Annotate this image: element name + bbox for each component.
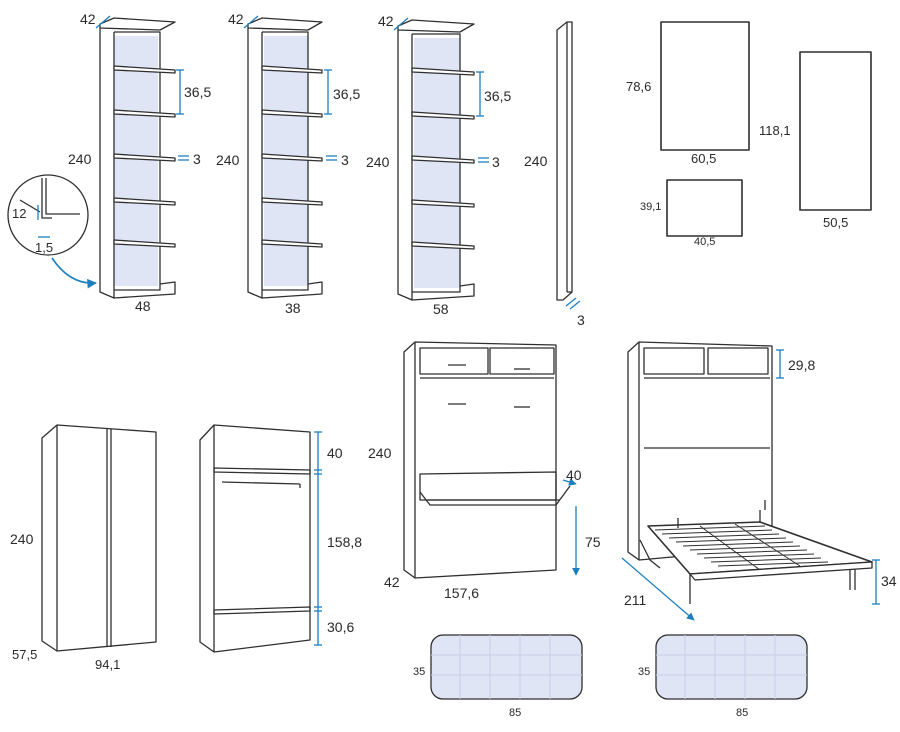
mattress-1-width-label: 85 — [509, 707, 522, 719]
bookcase-38-height-label: 240 — [216, 152, 240, 168]
bookcase-38-width-label: 38 — [285, 300, 301, 316]
wardrobe-depth-label: 57,5 — [12, 647, 38, 662]
wardrobe-height-label: 240 — [10, 531, 34, 547]
detail-lip-height-label: 12 — [12, 206, 27, 221]
wall-bed-desk-depth-label: 40 — [566, 467, 582, 483]
door-tall-height-label: 118,1 — [759, 123, 791, 138]
wall-bed-depth-label: 42 — [384, 574, 400, 590]
wall-bed-closed — [403, 341, 580, 579]
bookcase-58 — [393, 17, 489, 301]
side-panel-thickness-label: 3 — [577, 312, 585, 328]
bed-slats — [639, 500, 873, 604]
door-small-height-label: 39,1 — [640, 201, 662, 213]
mattress-2 — [655, 634, 808, 700]
bookcase-38 — [243, 15, 337, 299]
shelves — [113, 65, 176, 248]
bookcase-58-height-label: 240 — [366, 154, 390, 170]
door-large-width-label: 60,5 — [691, 151, 717, 166]
detail-magnifier — [7, 174, 97, 289]
bookcase-38-shelf-gap-label: 36,5 — [333, 86, 361, 102]
wardrobe-top-gap-label: 40 — [327, 445, 343, 461]
bookcase-38-depth-label: 42 — [228, 11, 244, 27]
wall-bed-open — [621, 341, 880, 621]
mattress-1 — [430, 634, 583, 700]
side-panel-height-label: 240 — [524, 153, 548, 169]
door-tall-width-label: 50,5 — [823, 215, 849, 230]
bookcase-48-shelf-thickness-label: 3 — [193, 151, 201, 167]
mattress-2-width-label: 85 — [736, 707, 749, 719]
wall-bed-desk-height-label: 75 — [585, 534, 601, 550]
bookcase-48 — [95, 15, 189, 299]
wardrobe-bottom-gap-label: 30,6 — [327, 619, 355, 635]
door-panels — [660, 21, 872, 237]
wall-bed-width-label: 157,6 — [444, 585, 480, 601]
bookcase-58-depth-label: 42 — [378, 13, 394, 29]
bookcase-58-shelf-gap-label: 36,5 — [484, 88, 512, 104]
wall-bed-height-label: 240 — [368, 445, 392, 461]
wardrobe-hanging-gap-label: 158,8 — [327, 534, 363, 550]
open-bed-length-label: 211 — [624, 592, 647, 608]
bookcase-58-shelf-thickness-label: 3 — [492, 154, 500, 170]
wardrobe-width-label: 94,1 — [95, 657, 121, 672]
mattress-1-height-label: 35 — [413, 666, 426, 678]
wardrobe-open — [199, 424, 322, 653]
detail-lip-thickness-label: 1,5 — [35, 240, 54, 255]
bookcase-38-shelf-thickness-label: 3 — [341, 152, 349, 168]
bookcase-58-width-label: 58 — [433, 301, 449, 317]
door-small-width-label: 40,5 — [694, 236, 716, 248]
open-bed-height-label: 34 — [881, 573, 897, 589]
bookcase-48-height-label: 240 — [68, 151, 92, 167]
mattress-2-height-label: 35 — [638, 666, 651, 678]
open-bed-top-gap-label: 29,8 — [788, 357, 816, 373]
door-large-height-label: 78,6 — [626, 79, 652, 94]
bookcase-48-width-label: 48 — [135, 298, 151, 314]
wardrobe-closed — [41, 424, 157, 652]
side-panel — [556, 21, 581, 310]
bookcase-48-shelf-gap-label: 36,5 — [184, 84, 212, 100]
bookcase-48-depth-label: 42 — [80, 11, 96, 27]
